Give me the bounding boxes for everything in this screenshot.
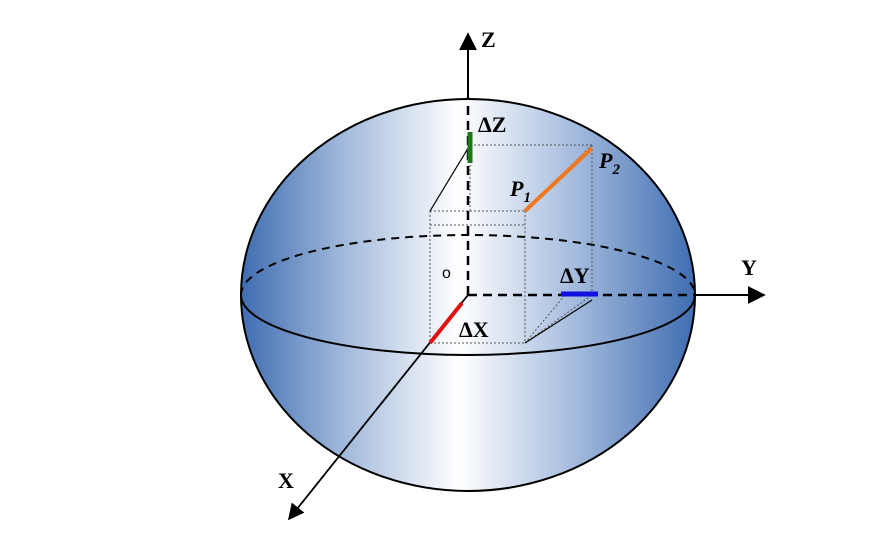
delta-x-label: ΔX (459, 317, 489, 342)
p2-letter: P (598, 148, 613, 173)
y-axis-label: Y (741, 255, 757, 280)
p1-subscript: 1 (523, 190, 531, 206)
equator-back-dashed (240, 234, 696, 296)
delta-x-segment (428, 301, 464, 345)
p2-label: P2 (598, 148, 620, 178)
projection-box-solid-edges (429, 144, 593, 344)
equator-front-solid (240, 294, 696, 356)
p1-letter: P (509, 176, 524, 201)
delta-y-label: ΔY (560, 263, 590, 288)
delta-z-label: ΔZ (478, 112, 506, 137)
origin-label: o (442, 265, 451, 282)
z-axis-label: Z (481, 27, 496, 52)
p2-subscript: 2 (611, 162, 620, 178)
p1-p2-segment (523, 146, 594, 213)
p1-label: P1 (509, 176, 531, 206)
x-axis-label: X (278, 468, 294, 493)
